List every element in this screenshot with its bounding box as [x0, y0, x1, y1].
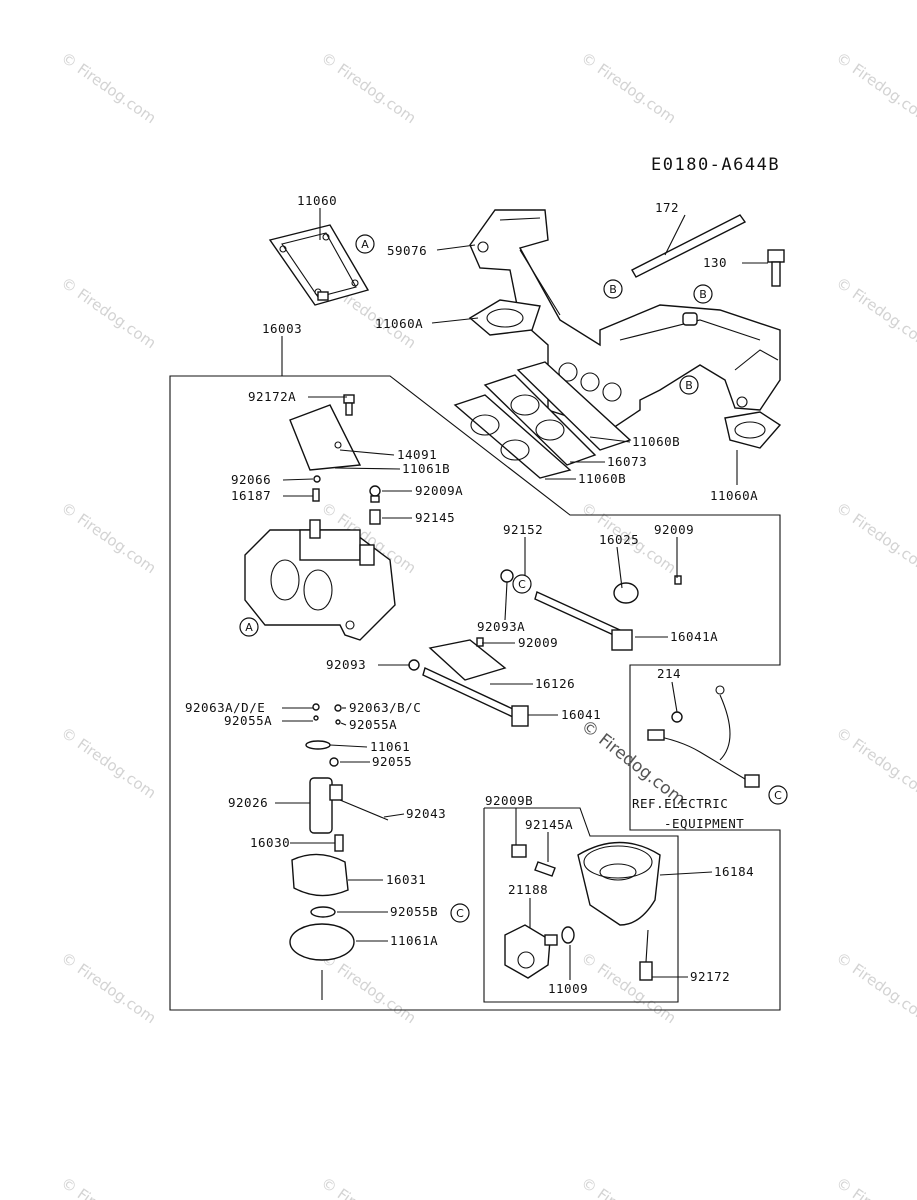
- part-label: 11060A: [375, 316, 423, 331]
- watermark: © Firedog.com: [578, 49, 680, 128]
- bolt-130: [767, 249, 785, 287]
- part-label: 172: [655, 200, 679, 215]
- part-label: 92009A: [415, 483, 463, 498]
- throttle-shaft-16041A: [500, 569, 682, 651]
- watermark: © Firedog.com: [318, 949, 420, 1028]
- gasket-11060A: [468, 299, 782, 449]
- callout-B: B B B: [603, 279, 713, 395]
- watermark: © Firedog.com: [58, 1174, 160, 1200]
- ref-note-line2: -EQUIPMENT: [664, 816, 744, 831]
- jets: [305, 703, 389, 821]
- part-label: 16126: [535, 676, 575, 691]
- watermark: © Firedog.com: [578, 949, 680, 1028]
- leader-lines: [275, 208, 768, 980]
- part-label: 92172: [690, 969, 730, 984]
- callout-letter: C: [456, 907, 464, 920]
- part-label: 16041A: [670, 629, 718, 644]
- part-label: 16031: [386, 872, 426, 887]
- part-label: 11060B: [632, 434, 680, 449]
- watermark: © Firedog.com: [833, 49, 917, 128]
- part-label: 16073: [607, 454, 647, 469]
- part-label: 92066: [231, 472, 271, 487]
- watermark: © Firedog.com: [833, 499, 917, 578]
- watermark: © Firedog.com: [833, 724, 917, 803]
- watermark: © Firedog.com: [318, 49, 420, 128]
- part-label: 11060B: [578, 471, 626, 486]
- part-label: 11060A: [710, 488, 758, 503]
- callout-A: A A: [239, 234, 375, 637]
- part-label: 92055A: [349, 717, 397, 732]
- callout-letter: A: [361, 238, 369, 251]
- intake-manifold-59076: [469, 209, 781, 431]
- part-label: 11061: [370, 739, 410, 754]
- group-frames: [169, 336, 781, 1011]
- callout-letter: B: [685, 379, 693, 392]
- callout-letter: C: [518, 578, 526, 591]
- callout-letter: C: [774, 789, 782, 802]
- watermark: © Firedog.com: [58, 274, 160, 353]
- choke-shaft-16041: [408, 637, 529, 727]
- part-label: 214: [657, 666, 681, 681]
- part-label: 11061A: [390, 933, 438, 948]
- watermark: © Firedog.com: [578, 1174, 680, 1200]
- part-label: 16030: [250, 835, 290, 850]
- part-label: 21188: [508, 882, 548, 897]
- carburetor-body: [244, 519, 396, 641]
- watermark: © Firedog.com: [58, 949, 160, 1028]
- watermark: © Firedog.com: [58, 724, 160, 803]
- part-label: 92063A/D/E: [185, 700, 265, 715]
- fuel-bowl-16184: [511, 841, 661, 981]
- part-labels: 11060 172 59076 130 11060A 16003 92172 A …: [185, 193, 758, 996]
- part-label: 92093A: [477, 619, 525, 634]
- part-label: 11060: [297, 193, 337, 208]
- float-assembly: [289, 777, 355, 1000]
- part-label: 59076: [387, 243, 427, 258]
- callout-C: C C C: [450, 574, 788, 923]
- part-label: 92026: [228, 795, 268, 810]
- part-label: 92172A: [248, 389, 296, 404]
- part-label: 92043: [406, 806, 446, 821]
- part-label: 92093: [326, 657, 366, 672]
- part-label: 92009: [654, 522, 694, 537]
- part-label: 92009: [518, 635, 558, 650]
- part-label: 92145: [415, 510, 455, 525]
- part-label: 16003: [262, 321, 302, 336]
- wire-harness-214: [647, 685, 760, 788]
- callout-letter: B: [699, 288, 707, 301]
- part-label: 92145A: [525, 817, 573, 832]
- watermark: © Firedog.com: [58, 49, 160, 128]
- plate-14091: [289, 394, 362, 471]
- callout-letter: A: [245, 621, 253, 634]
- part-label: 92055: [372, 754, 412, 769]
- part-label: 16041: [561, 707, 601, 722]
- carburetor-gaskets: [453, 361, 632, 479]
- diagram-code: E0180-A644B: [651, 155, 780, 175]
- part-label: 92009B: [485, 793, 533, 808]
- callout-letter: B: [609, 283, 617, 296]
- gasket-11060: [268, 224, 370, 306]
- part-label: 11009: [548, 981, 588, 996]
- watermark: © Firedog.com: [318, 1174, 420, 1200]
- part-label: 16184: [714, 864, 754, 879]
- part-label: 16025: [599, 532, 639, 547]
- part-label: 130: [703, 255, 727, 270]
- watermark: © Firedog.com: [833, 1174, 917, 1200]
- small-parts: [312, 475, 381, 525]
- part-label: 14091: [397, 447, 437, 462]
- stud-172: [631, 214, 747, 278]
- part-label: 11061B: [402, 461, 450, 476]
- solenoid-21188: [504, 924, 575, 979]
- ref-note-line1: REF.ELECTRIC: [632, 796, 728, 811]
- part-label: 92055A: [224, 713, 272, 728]
- watermark: © Firedog.com: [833, 274, 917, 353]
- part-label: 92152: [503, 522, 543, 537]
- watermark: © Firedog.com: [833, 949, 917, 1028]
- part-label: 92055B: [390, 904, 438, 919]
- part-label: 92063/B/C: [349, 700, 421, 715]
- part-label: 16187: [231, 488, 271, 503]
- watermark: © Firedog.com: [58, 499, 160, 578]
